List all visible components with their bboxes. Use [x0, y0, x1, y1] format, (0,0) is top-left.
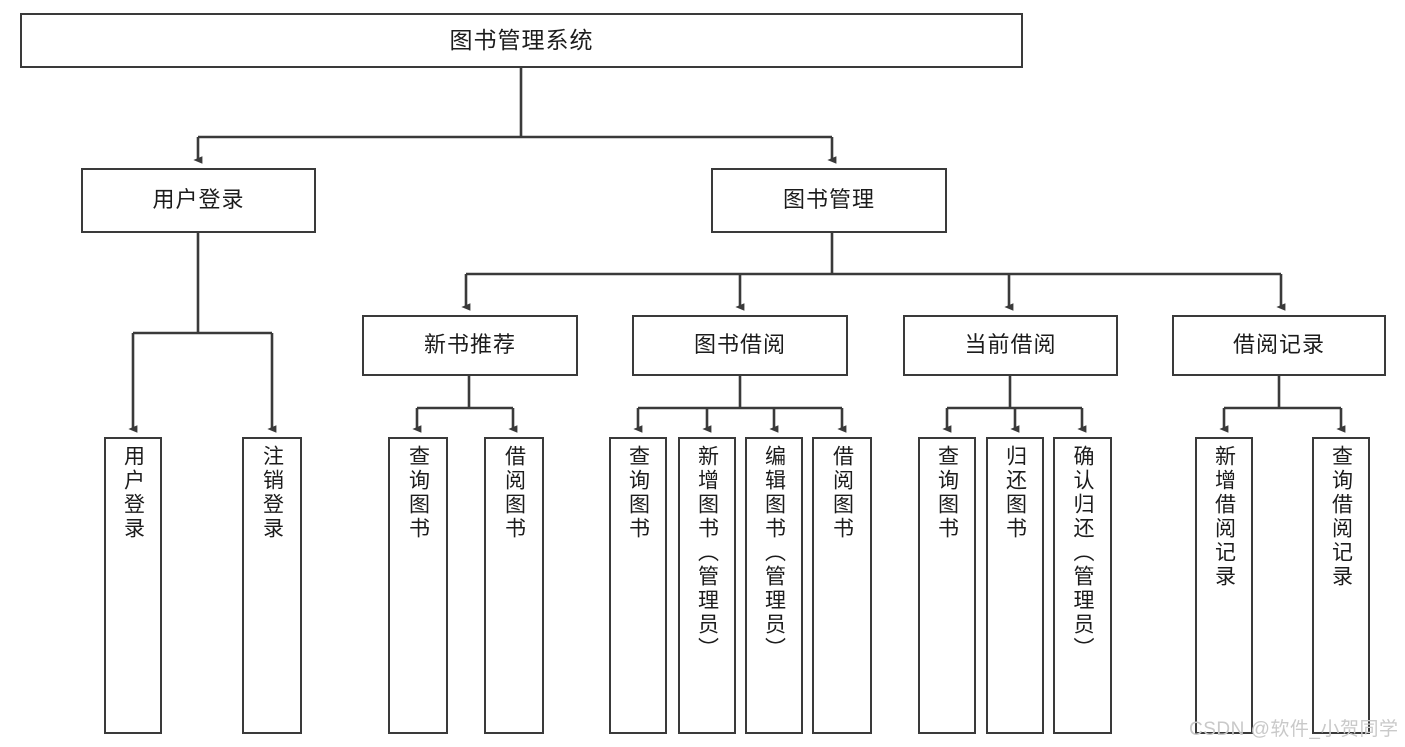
leaf-book-borrow-edit[interactable]: 编辑图书（管理员） — [745, 437, 803, 734]
node-current-borrow[interactable]: 当前借阅 — [903, 315, 1118, 376]
leaf-current-borrow-query-label: 查询图书 — [935, 445, 959, 541]
leaf-book-borrow-add-label: 新增图书（管理员） — [695, 445, 719, 661]
csdn-watermark: CSDN @软件_小贺同学 — [1189, 719, 1399, 740]
leaf-book-borrow-query[interactable]: 查询图书 — [609, 437, 667, 734]
leaf-user-login-signin-label: 用户登录 — [121, 445, 145, 541]
node-user-login-label: 用户登录 — [152, 187, 245, 213]
node-borrow-record-label: 借阅记录 — [1232, 332, 1325, 358]
leaf-book-borrow-edit-label: 编辑图书（管理员） — [762, 445, 786, 661]
leaf-user-login-signin[interactable]: 用户登录 — [104, 437, 162, 734]
leaf-book-borrow-borrow[interactable]: 借阅图书 — [812, 437, 872, 734]
leaf-borrow-record-query-label: 查询借阅记录 — [1329, 445, 1353, 589]
leaf-new-book-borrow-label: 借阅图书 — [502, 445, 526, 541]
leaf-book-borrow-query-label: 查询图书 — [626, 445, 650, 541]
leaf-borrow-record-add[interactable]: 新增借阅记录 — [1195, 437, 1253, 734]
node-new-book-recommend[interactable]: 新书推荐 — [362, 315, 578, 376]
node-new-book-recommend-label: 新书推荐 — [423, 332, 516, 358]
leaf-book-borrow-borrow-label: 借阅图书 — [830, 445, 854, 541]
node-borrow-record[interactable]: 借阅记录 — [1172, 315, 1386, 376]
leaf-new-book-query[interactable]: 查询图书 — [388, 437, 448, 734]
node-book-borrow[interactable]: 图书借阅 — [632, 315, 848, 376]
leaf-new-book-borrow[interactable]: 借阅图书 — [484, 437, 544, 734]
node-current-borrow-label: 当前借阅 — [964, 332, 1057, 358]
leaf-user-login-signout-label: 注销登录 — [260, 445, 284, 541]
leaf-book-borrow-add[interactable]: 新增图书（管理员） — [678, 437, 736, 734]
node-book-management-label: 图书管理 — [782, 187, 875, 213]
leaf-borrow-record-add-label: 新增借阅记录 — [1212, 445, 1236, 589]
leaf-current-borrow-return[interactable]: 归还图书 — [986, 437, 1044, 734]
leaf-new-book-query-label: 查询图书 — [406, 445, 430, 541]
node-root-label: 图书管理系统 — [449, 26, 594, 53]
leaf-current-borrow-return-label: 归还图书 — [1003, 445, 1027, 541]
leaf-user-login-signout[interactable]: 注销登录 — [242, 437, 302, 734]
leaf-current-borrow-confirm-return[interactable]: 确认归还（管理员） — [1053, 437, 1112, 734]
leaf-current-borrow-confirm-return-label: 确认归还（管理员） — [1071, 445, 1094, 661]
node-book-management[interactable]: 图书管理 — [711, 168, 947, 233]
leaf-borrow-record-query[interactable]: 查询借阅记录 — [1312, 437, 1370, 734]
node-book-borrow-label: 图书借阅 — [693, 332, 786, 358]
leaf-current-borrow-query[interactable]: 查询图书 — [918, 437, 976, 734]
node-user-login[interactable]: 用户登录 — [81, 168, 316, 233]
node-root-book-management-system[interactable]: 图书管理系统 — [20, 13, 1023, 68]
